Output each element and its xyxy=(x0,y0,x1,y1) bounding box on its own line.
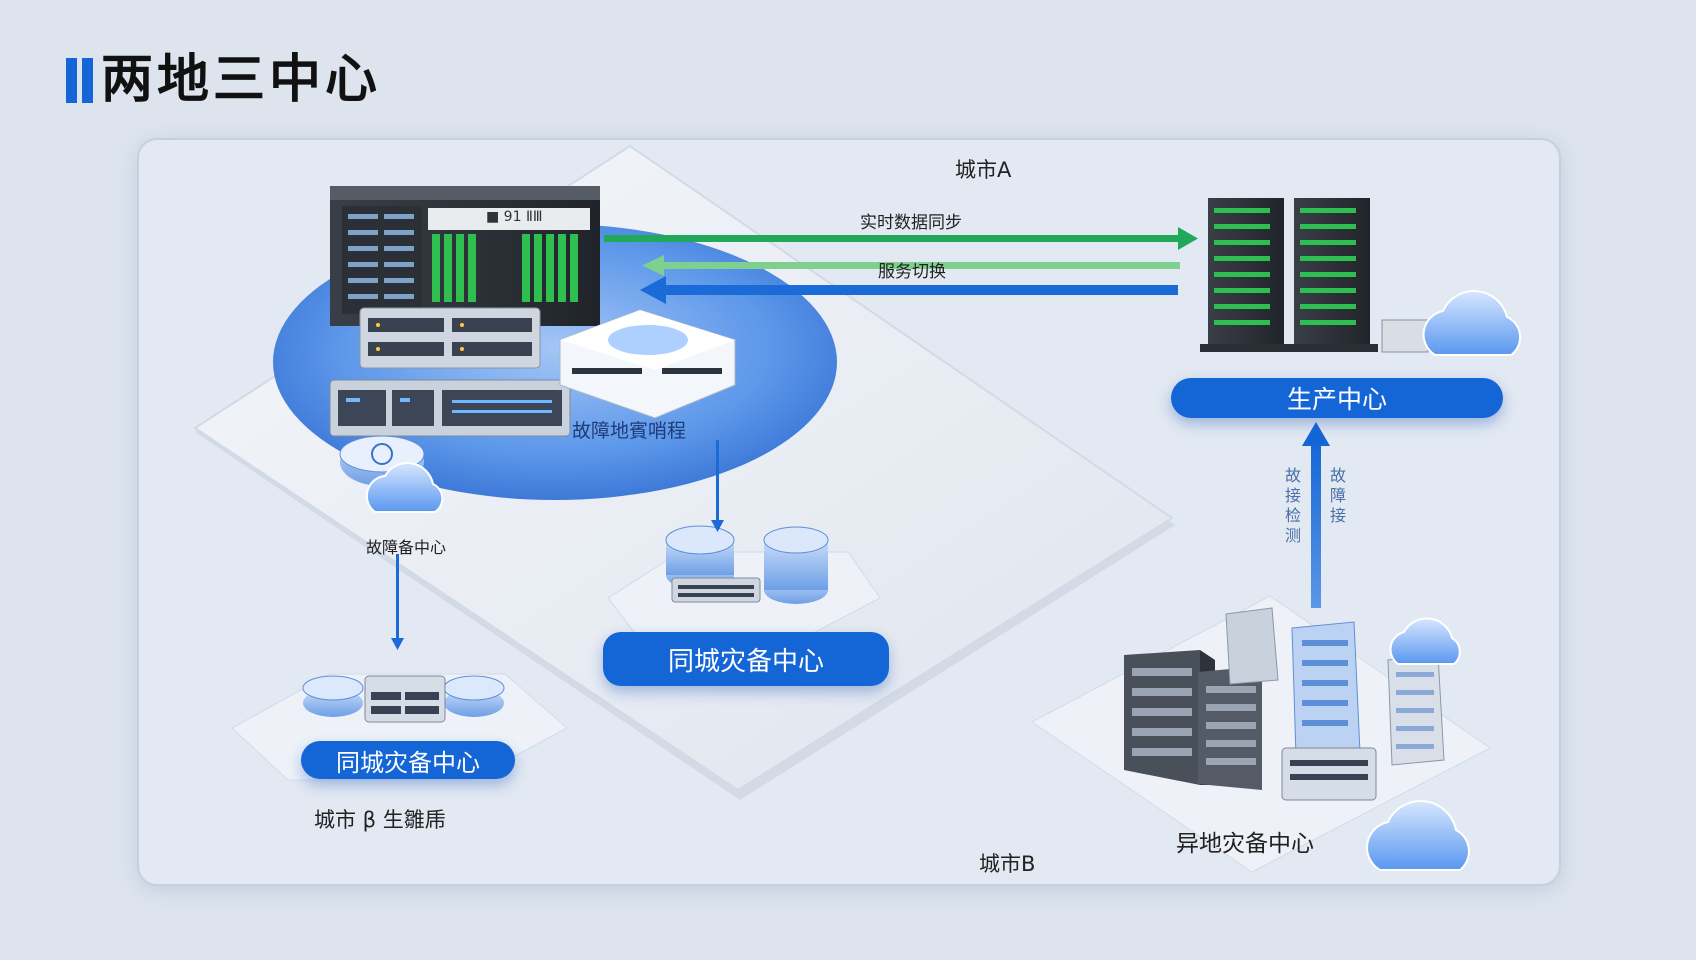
production-center-node: 生产中心 xyxy=(1171,378,1503,418)
return-arrow xyxy=(640,276,1178,304)
page-title: 两地三中心 xyxy=(101,50,382,110)
remote-site-platform xyxy=(1031,595,1491,873)
same-city-backup-node: 同城灾备中心 xyxy=(603,632,889,686)
city-b-label: 城市B xyxy=(979,852,1036,876)
fault-detect-arrow xyxy=(1302,422,1330,608)
small-cloud-label: 故障备中心 xyxy=(366,538,447,557)
page-header: 两地三中心 xyxy=(66,50,381,110)
small-backup-arrow xyxy=(391,554,404,650)
city-b-extra-label: 城市 β 生雛乕 xyxy=(314,808,446,832)
production-servers-icon xyxy=(1200,198,1522,356)
remote-backup-node: 异地灾备中心 xyxy=(1176,831,1314,857)
fault-switch-label: 故障地賓哨程 xyxy=(572,420,687,442)
fault-detect-left-label: 故接检测 xyxy=(1285,466,1302,545)
fault-detect-right-label: 故障接 xyxy=(1330,466,1347,525)
service-switch-arrow xyxy=(642,255,1180,276)
server-badge: ■ 91 ⅡⅢ xyxy=(486,209,543,225)
same-city-platform xyxy=(607,525,881,641)
server-cluster-icon xyxy=(329,186,736,437)
service-switch-label: 服务切换 xyxy=(878,262,946,282)
same-city-backup-small-node: 同城灾备中心 xyxy=(301,741,515,779)
realtime-sync-arrow xyxy=(604,227,1198,250)
title-marker-icon xyxy=(66,57,93,103)
fault-switch-arrow xyxy=(711,440,724,532)
city-a-label: 城市A xyxy=(955,158,1012,182)
realtime-sync-label: 实时数据同步 xyxy=(860,213,962,233)
backup-cloud-icon xyxy=(339,435,444,513)
